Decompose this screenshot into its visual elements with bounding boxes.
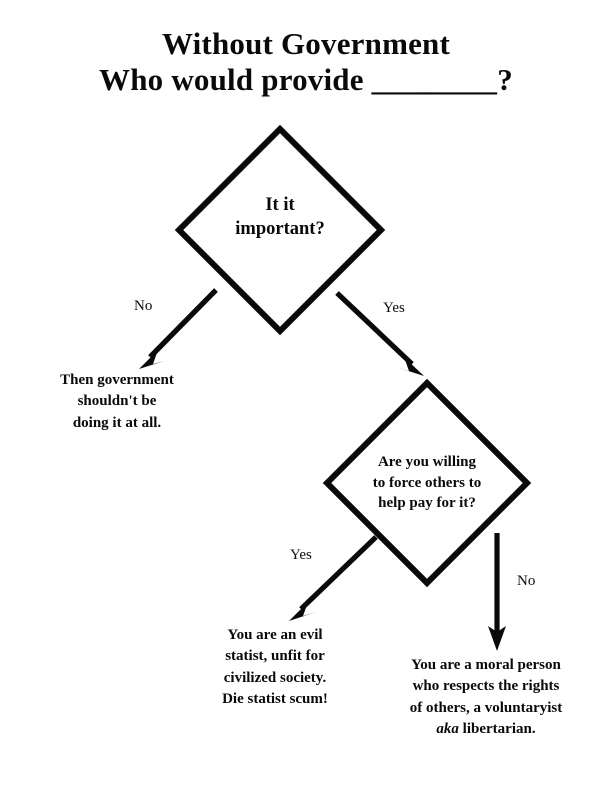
branch-label-node2-no: No (517, 573, 536, 589)
title-line-1: Without Government (161, 26, 451, 61)
outcome-evil-statist: You are an evil statist, unfit for civil… (192, 625, 358, 710)
title-line-2: Who would provide ________? (99, 61, 513, 97)
decision-diamond-1-label: It it important? (186, 193, 374, 242)
branch-label-node1-yes: Yes (383, 300, 405, 316)
outcome-no-government: Then government shouldn't be doing it at… (26, 370, 208, 434)
branch-label-node1-no: No (134, 298, 153, 314)
node2-line-1: Are you willing (377, 454, 477, 470)
node1-line-2: important? (235, 219, 325, 240)
outcome-br-line-1: You are a moral person (411, 657, 561, 673)
outcome-br-line-2: who respects the rights (412, 678, 560, 695)
arrow-node1-yes (335, 291, 424, 376)
node1-line-1: It it (265, 195, 295, 215)
outcome-br-line-4: aka libertarian. (386, 719, 586, 740)
outcome-left-line-3: doing it at all. (72, 414, 162, 431)
outcome-br-aka: aka (436, 720, 459, 737)
node2-line-2: to force others to (372, 474, 482, 491)
outcome-bl-line-2: statist, unfit for (225, 648, 325, 665)
outcome-br-line-3: of others, a voluntaryist (409, 699, 563, 716)
outcome-bl-line-4: Die statist scum! (222, 690, 328, 707)
node2-line-3: help pay for it? (378, 495, 476, 512)
arrow-node2-no (488, 533, 506, 651)
page-title: Without Government Who would provide ___… (0, 26, 612, 98)
outcome-left-line-1: Then government (60, 372, 174, 388)
outcome-bl-line-3: civilized society. (223, 669, 327, 686)
branch-label-node2-yes: Yes (290, 547, 312, 563)
outcome-moral-voluntaryist: You are a moral person who respects the … (386, 655, 586, 740)
decision-diamond-2-label: Are you willing to force others to help … (332, 452, 522, 514)
outcome-bl-line-1: You are an evil (227, 627, 323, 643)
outcome-left-line-2: shouldn't be (77, 393, 157, 410)
outcome-br-libertarian: libertarian. (458, 720, 536, 737)
